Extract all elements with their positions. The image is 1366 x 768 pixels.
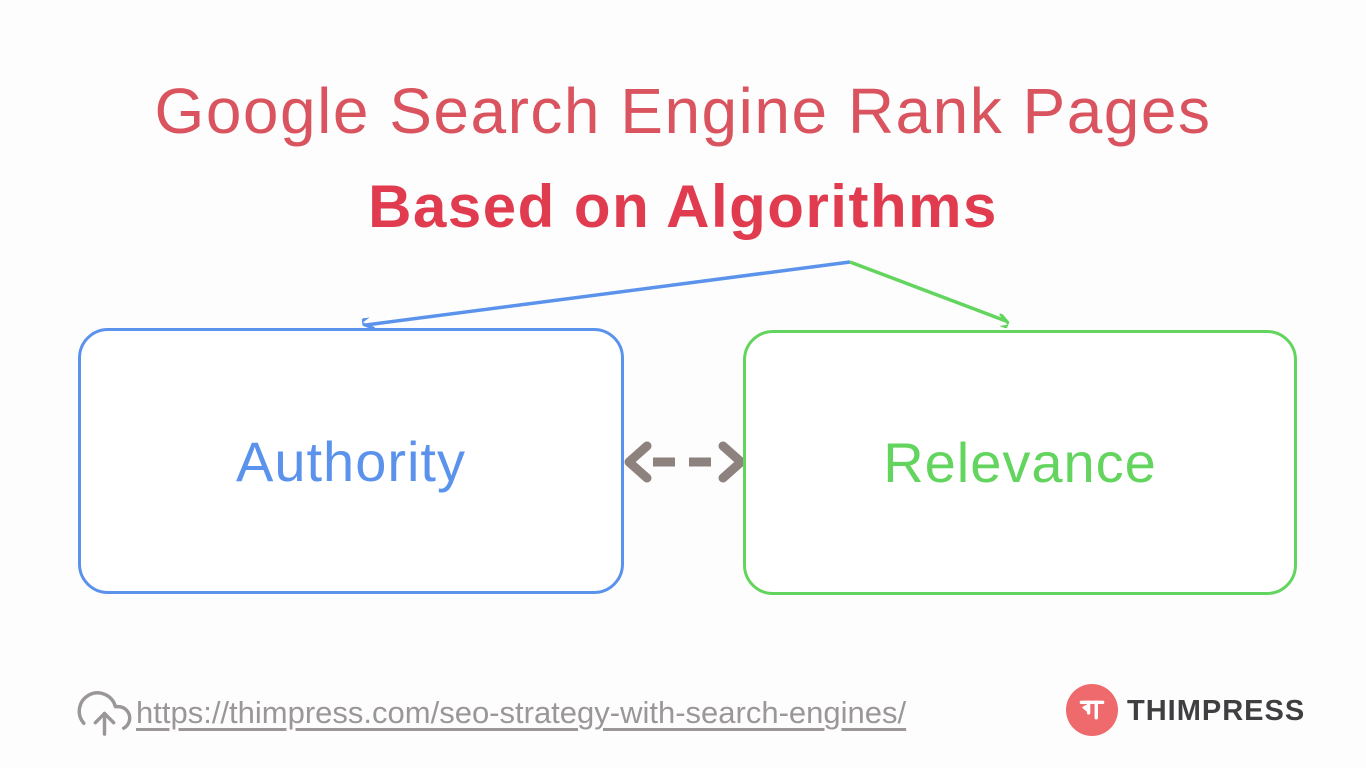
thimpress-logo-icon [1066,684,1118,736]
authority-label: Authority [236,429,466,493]
edge-title-to-relevance [849,260,1006,321]
page-subtitle: Based on Algorithms [368,173,998,240]
source-url-link[interactable]: https://thimpress.com/seo-strategy-with-… [136,695,907,730]
cloud-upload-icon [77,691,132,736]
edge-authority-relevance-double-arrow [624,441,746,483]
relevance-box: Relevance [743,330,1297,595]
edge-title-to-authority [366,260,851,325]
brand-wordmark: THIMPRESS [1127,695,1306,727]
page-title: Google Search Engine Rank Pages [154,75,1212,147]
authority-box: Authority [78,328,624,594]
relevance-label: Relevance [883,431,1157,494]
